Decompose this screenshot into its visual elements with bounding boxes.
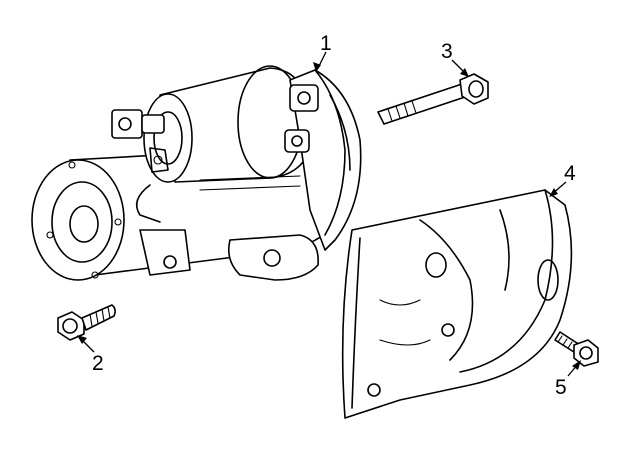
svg-text:4: 4 xyxy=(564,162,576,185)
callout-2: 2 xyxy=(77,335,104,375)
callout-1: 1 xyxy=(313,32,332,72)
callout-5: 5 xyxy=(555,360,581,399)
svg-text:5: 5 xyxy=(555,376,567,399)
svg-text:1: 1 xyxy=(320,32,332,55)
callout-3: 3 xyxy=(441,40,469,77)
svg-text:2: 2 xyxy=(92,352,104,375)
shield-bolt-icon xyxy=(554,331,599,367)
svg-text:3: 3 xyxy=(441,40,453,63)
long-bolt-icon xyxy=(377,73,489,125)
starter-motor-icon xyxy=(31,65,362,281)
heat-shield-icon xyxy=(341,189,573,419)
callout-4: 4 xyxy=(549,162,576,197)
mounting-bolt-icon xyxy=(57,304,116,341)
